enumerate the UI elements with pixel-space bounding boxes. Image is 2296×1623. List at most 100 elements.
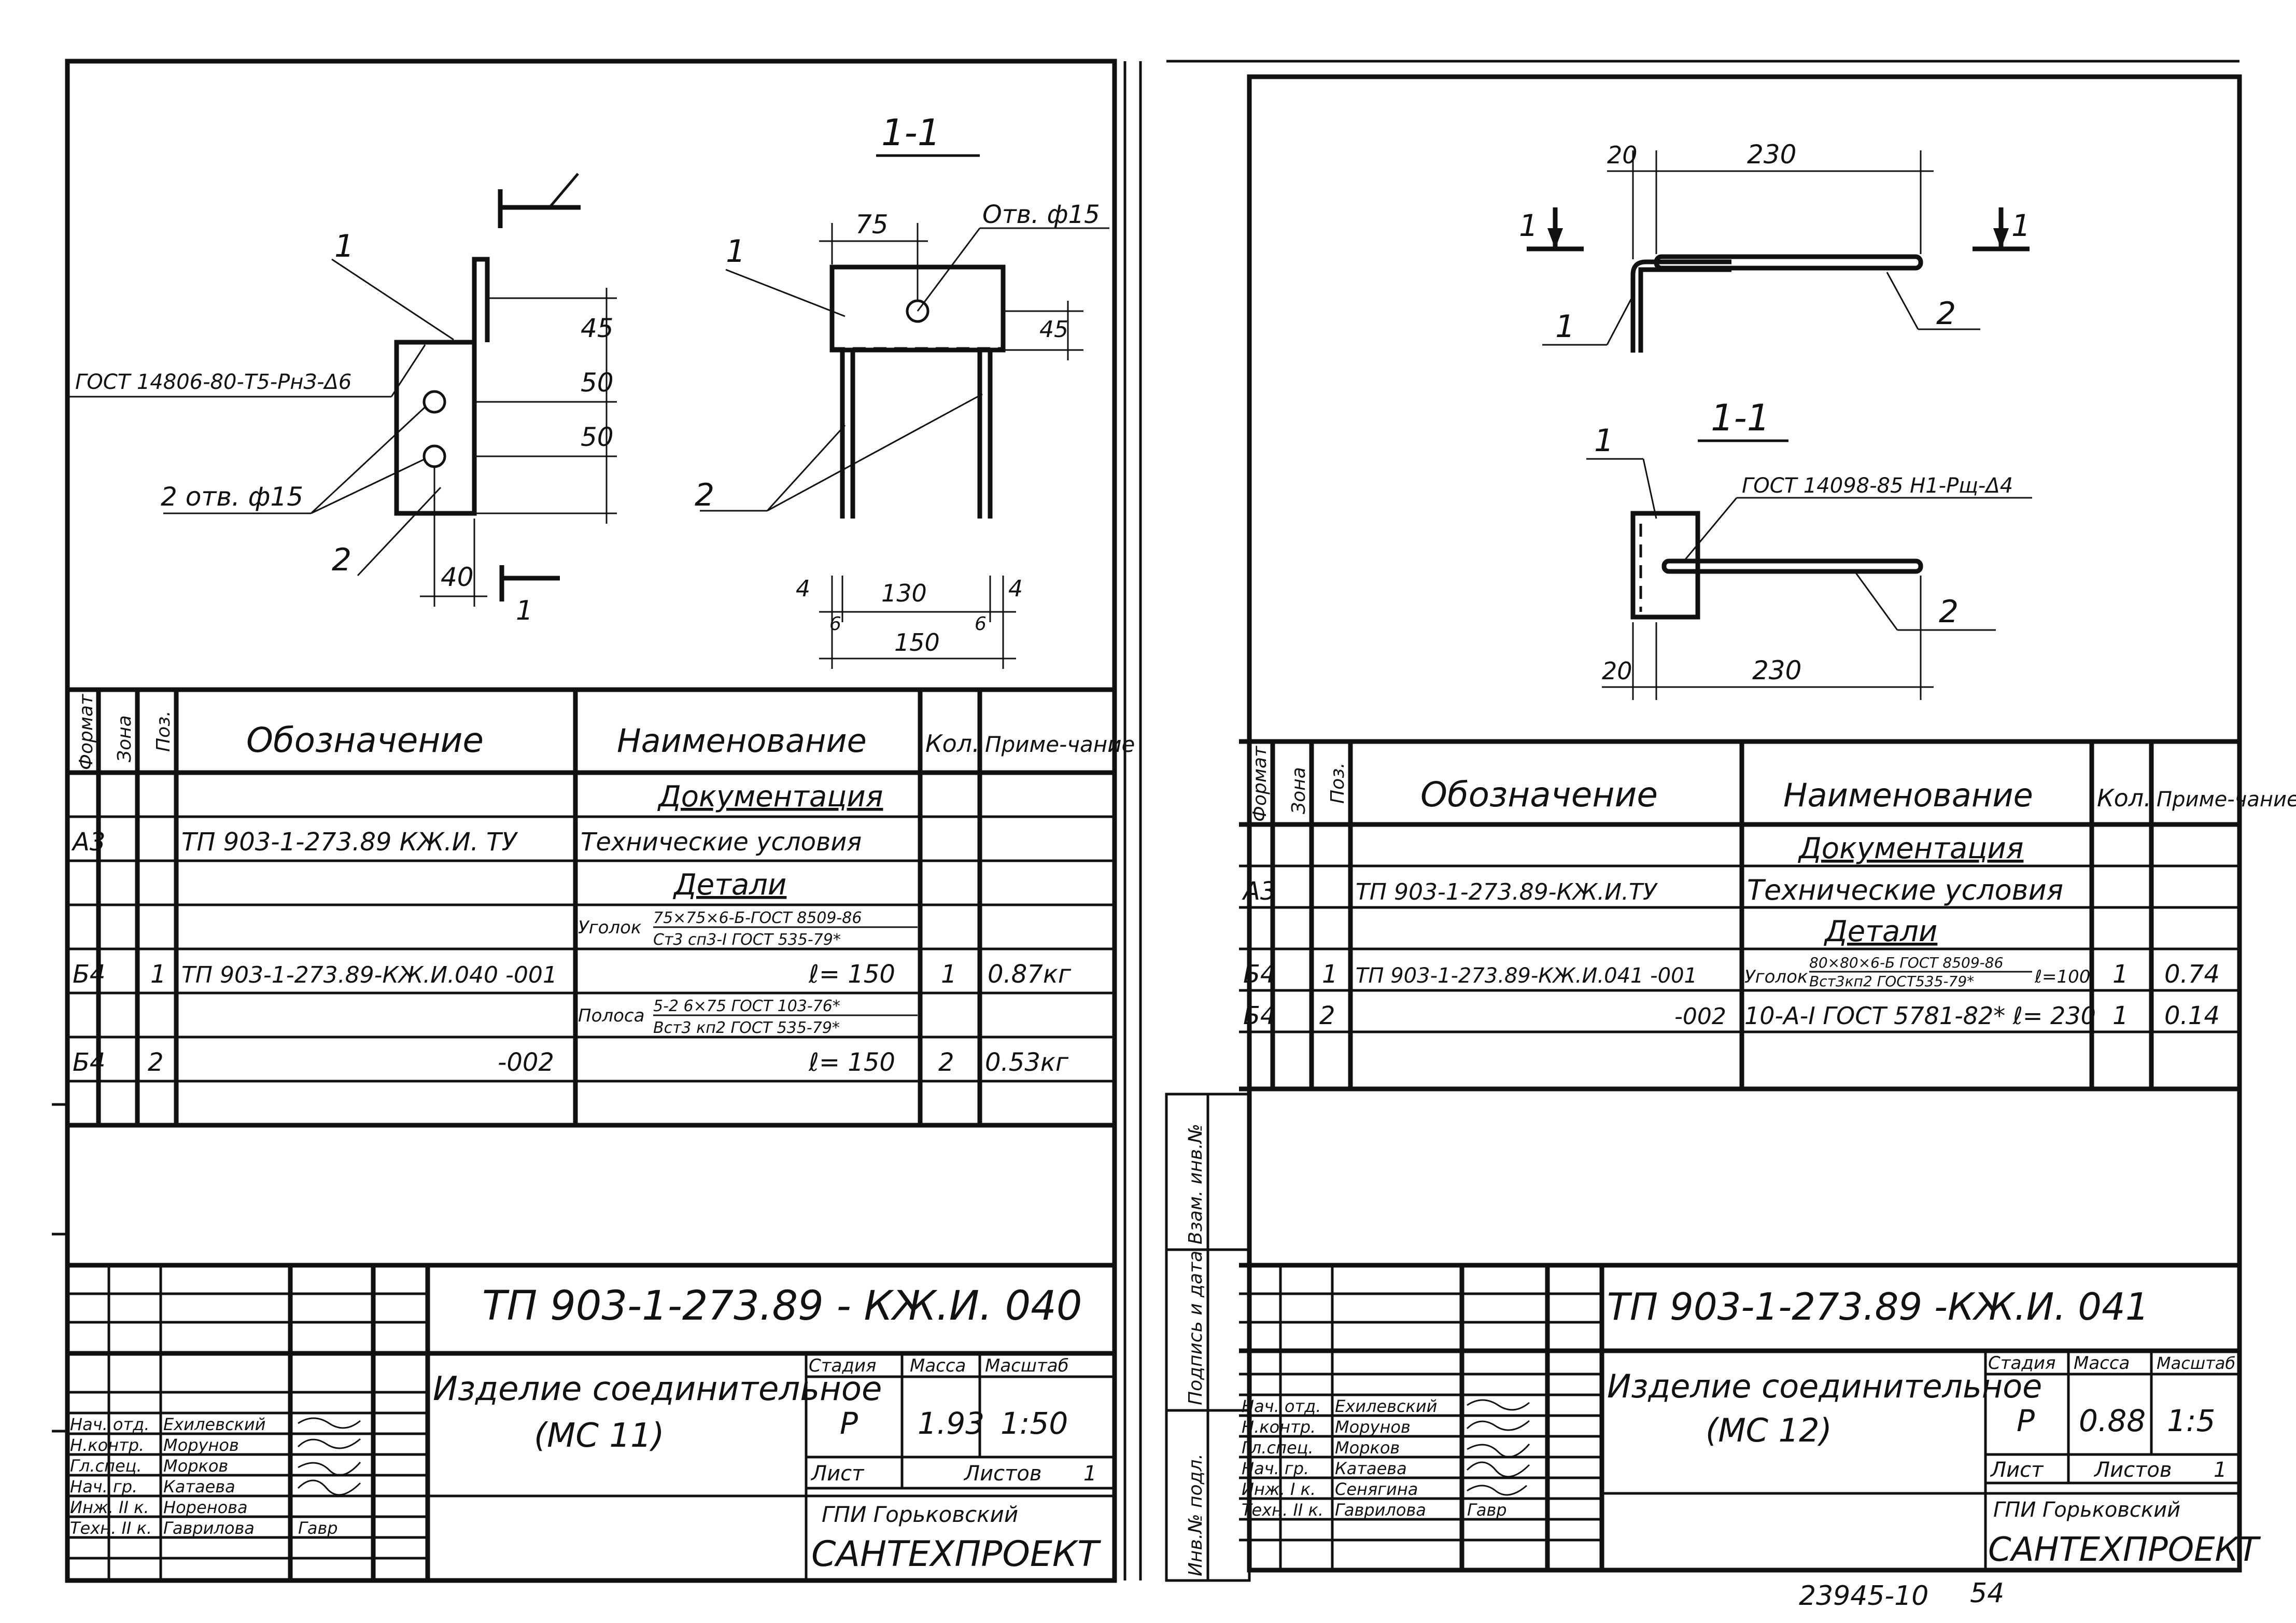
view-mark-left: 1 (1519, 208, 1538, 243)
dim-6b: 6 (975, 613, 987, 635)
title-code-right: ТП 903-1-273.89 -КЖ.И. 041 (1607, 1285, 2149, 1328)
col-designation: Обозначение (246, 720, 484, 760)
s4-name-right: Катаева (1335, 1459, 1407, 1478)
r3-name-right: 10-А-I ГОСТ 5781-82* ℓ= 230 (1744, 1002, 2096, 1030)
r3-pos-right: 2 (1319, 1001, 1335, 1030)
r3-format: Б4 (73, 1048, 105, 1077)
s5-role-right: Инж. I к. (1242, 1479, 1316, 1499)
r2-format: Б4 (73, 960, 105, 989)
hole-upper (422, 390, 446, 414)
sheet-left: Лист (810, 1462, 865, 1486)
h-stage-right: Стадия (1988, 1353, 2055, 1374)
r3-format-right: Б4 (1243, 1001, 1276, 1030)
signature-1-right (1467, 1399, 1530, 1411)
dim-50a: 50 (581, 368, 614, 398)
col-pos: Поз. (153, 710, 174, 752)
bar-section (1661, 558, 1923, 574)
bar-plan-view (1654, 254, 1923, 271)
archive-number: 23945-10 (1799, 1580, 1928, 1612)
col-name-right: Наименование (1783, 776, 2033, 814)
s3-role-left: Гл.спец. (70, 1456, 142, 1476)
sheets-val-right: 1 (2214, 1458, 2227, 1482)
view-mark-right: 1 (2011, 208, 2031, 243)
title-mark-left: (МС 11) (534, 1417, 665, 1455)
callout-1-right: 1 (726, 233, 745, 270)
r1-designation: ТП 903-1-273.89 КЖ.И. ТУ (181, 828, 518, 857)
s1-role-right: Нач. отд. (1242, 1396, 1321, 1416)
ugolok-label: Уголок (578, 917, 642, 938)
dim-45: 45 (581, 313, 614, 343)
r1-name: Технические условия (581, 828, 862, 857)
dim-45-right: 45 (1039, 316, 1068, 343)
signature-1-left (298, 1417, 361, 1429)
scale-left: 1:50 (1001, 1406, 1068, 1441)
r2-designation-right: ТП 903-1-273.89-КЖ.И.041 -001 (1356, 964, 1697, 988)
angle-plan-view (1630, 259, 1731, 353)
left-drawing: 1 45 50 50 40 1 ГОСТ 14806-80-Т5-РнЗ-Δ6 … (67, 111, 1109, 669)
stage-right: Р (2017, 1403, 2035, 1438)
s3-name-left: Морков (163, 1456, 228, 1476)
dim-230-top: 230 (1747, 139, 1796, 170)
page-number: 54 (1970, 1578, 2004, 1609)
h-scale-left: Масштаб (985, 1355, 1069, 1376)
s2-role-left: Н.контр. (70, 1435, 144, 1455)
r3-note-right: 0.14 (2164, 1001, 2220, 1030)
col-name: Наименование (617, 722, 867, 760)
sheets-right: Листов (2093, 1458, 2172, 1482)
sheets-left: Листов (963, 1462, 1041, 1486)
org1-right: ГПИ Горьковский (1993, 1498, 2180, 1522)
section-label-right: 1-1 (1711, 397, 1770, 439)
signature-2-left (297, 1438, 361, 1449)
ugolok-steel: Ст3 сп3-I ГОСТ 535-79* (653, 931, 841, 949)
col-pos-right: Поз. (1327, 762, 1348, 804)
r3-designation: -002 (498, 1048, 554, 1077)
stamp-replace-inv: Взам. инв.№ (1185, 1124, 1206, 1244)
ugolok-label-right: Уголок (1744, 967, 1808, 987)
s5-name-right: Сенягина (1335, 1479, 1418, 1499)
weld-spec-left: ГОСТ 14806-80-Т5-РнЗ-Δ6 (75, 370, 351, 394)
s1-name-left: Ехилевский (163, 1415, 265, 1434)
r2-designation: ТП 903-1-273.89-КЖ.И.040 -001 (181, 962, 557, 988)
title-name-right: Изделие соединительное (1607, 1367, 2042, 1405)
title-code-left: ТП 903-1-273.89 - КЖ.И. 040 (482, 1283, 1082, 1330)
angle-section (1630, 511, 1700, 620)
callout-1: 1 (334, 228, 354, 264)
ugolok-profile-right: 80×80×6-Б ГОСТ 8509-86 (1809, 954, 2003, 971)
signature-3-left (298, 1462, 361, 1476)
signature-5-right (1467, 1485, 1527, 1496)
s4-name-left: Катаева (163, 1477, 235, 1496)
section-label-left: 1-1 (881, 111, 940, 154)
signature-2-right (1466, 1420, 1530, 1431)
hole-lower (422, 444, 446, 468)
r1-format-right: А3 (1242, 877, 1276, 906)
h-stage-left: Стадия (809, 1355, 876, 1376)
sig6-right: Гавр (1467, 1500, 1507, 1520)
r2-qty-right: 1 (2112, 960, 2129, 989)
r1-name-right: Технические условия (1747, 874, 2063, 906)
col-designation-right: Обозначение (1420, 775, 1658, 815)
sheets-val-left: 1 (1083, 1462, 1096, 1486)
dim-230-bottom: 230 (1752, 655, 1801, 685)
r3-qty-right: 1 (2112, 1001, 2129, 1030)
section-docs: Документация (657, 780, 883, 814)
s4-role-left: Нач. гр. (70, 1477, 137, 1496)
col-note: Приме-чание (985, 732, 1135, 757)
right-spec-table: Формат Зона Поз. Обозначение Наименовани… (1239, 739, 2296, 1092)
ugolok-length-right: ℓ=100 (2034, 967, 2090, 987)
h-scale-right: Масштаб (2157, 1353, 2235, 1373)
col-format-right: Формат (1249, 746, 1271, 822)
h-mass-left: Масса (910, 1355, 966, 1376)
s1-name-right: Ехилевский (1335, 1396, 1437, 1416)
col-qty: Кол. (925, 730, 980, 758)
r3-pos: 2 (148, 1048, 164, 1077)
s5-role-left: Инж. II к. (70, 1498, 149, 1517)
r2-pos: 1 (150, 960, 166, 989)
dim-4a: 4 (796, 576, 810, 602)
polosa-steel: Вст3 кп2 ГОСТ 535-79* (653, 1019, 840, 1037)
dim-6a: 6 (829, 613, 841, 635)
col-format: Формат (76, 694, 97, 770)
angle-side-view (394, 340, 477, 516)
r3-note: 0.53кг (985, 1048, 1069, 1077)
sig6-left: Гавр (298, 1518, 338, 1538)
view-mark: 1 (516, 595, 533, 626)
